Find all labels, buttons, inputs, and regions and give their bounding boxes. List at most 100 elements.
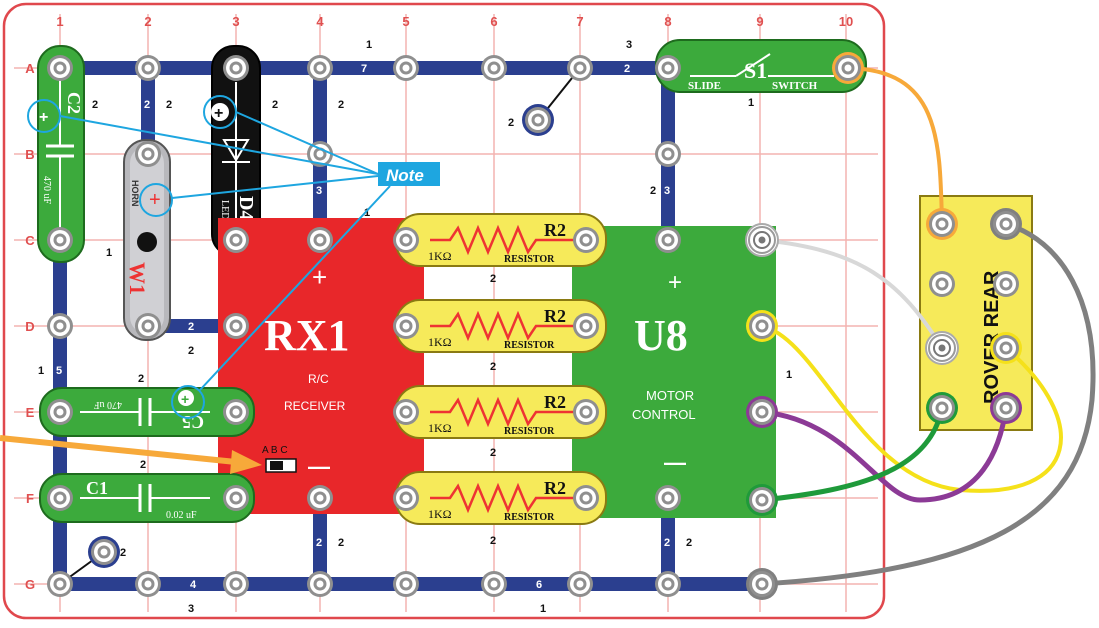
wire-number: 2 <box>338 537 344 549</box>
rx1-sub1: R/C <box>308 372 329 386</box>
c2-label: C2 <box>64 92 84 114</box>
s1-right-text: SWITCH <box>772 80 818 92</box>
jumper-leads <box>759 66 1096 587</box>
column-label: 10 <box>839 14 853 29</box>
wire-number: 1 <box>366 39 372 51</box>
rx1-abc: A B C <box>262 445 288 456</box>
column-label: 7 <box>576 14 583 29</box>
wire-number: 3 <box>626 39 632 51</box>
wire-number: 3 <box>188 603 194 615</box>
c5-value: 470 uF <box>94 399 123 410</box>
c1-label: C1 <box>86 478 108 498</box>
column-label: 6 <box>490 14 497 29</box>
c1-value: 0.02 uF <box>166 510 197 521</box>
resistor-r2: 1KΩ R2 RESISTOR <box>395 299 607 353</box>
rx1-plus: + <box>312 262 327 292</box>
wire-number: 2 <box>92 99 98 111</box>
wire-number: 2 <box>144 99 150 111</box>
row-label: G <box>25 577 35 592</box>
note-label: Note <box>386 166 424 185</box>
wire-number: 2 <box>624 63 630 75</box>
s1-label: S1 <box>744 58 767 83</box>
wire-number: 3 <box>316 185 322 197</box>
d4-label: D4 <box>235 196 257 220</box>
gray-lead <box>759 221 1096 587</box>
u8-label: U8 <box>634 311 688 360</box>
resistor-r2: 1KΩ R2 RESISTOR <box>395 471 607 525</box>
orange-arrow <box>0 435 262 474</box>
row-label: F <box>26 491 34 506</box>
column-label: 8 <box>664 14 671 29</box>
resistor-name: RESISTOR <box>504 340 555 351</box>
white-lead <box>760 238 944 350</box>
rx1-sub2: RECEIVER <box>284 399 346 413</box>
rx1-label: RX1 <box>264 311 350 360</box>
horn-label: W1 <box>125 262 150 295</box>
wire-number: 2 <box>650 185 656 197</box>
wire-number: 1 <box>106 247 112 259</box>
receiver-rx1: + RX1 R/C RECEIVER A B C — <box>218 218 424 514</box>
wire-number: 2 <box>490 535 496 547</box>
wire-number: 2 <box>664 537 670 549</box>
wire-number: 2 <box>490 273 496 285</box>
c5-plus: + <box>181 391 189 407</box>
c2-plus: + <box>39 109 48 126</box>
green-lead <box>759 405 945 503</box>
row-label: B <box>25 147 34 162</box>
resistor-label: R2 <box>544 392 566 412</box>
note-circle-c5 <box>171 385 205 419</box>
u8-plus: + <box>668 269 682 296</box>
wire-number: 2 <box>686 537 692 549</box>
d4-name: LED <box>219 200 230 219</box>
wire-number: 7 <box>361 63 367 75</box>
capacitor-c1: C1 0.02 uF <box>39 473 255 523</box>
rover-label: ROVER REAR <box>981 270 1003 404</box>
resistor-label: R2 <box>544 478 566 498</box>
resistor-name: RESISTOR <box>504 254 555 265</box>
u8-sub1: MOTOR <box>646 388 694 403</box>
s1-left-text: SLIDE <box>688 80 721 92</box>
wire-number: 2 <box>140 459 146 471</box>
motor-control-u8: + U8 MOTOR CONTROL — <box>572 226 776 518</box>
wire-number: 1 <box>364 207 370 219</box>
row-label: D <box>25 319 34 334</box>
wire-number: 2 <box>490 447 496 459</box>
column-label: 9 <box>756 14 763 29</box>
u8-minus: — <box>664 450 686 475</box>
wire-number: 2 <box>188 321 194 333</box>
capacitor-c5: 470 uF C5 + <box>39 387 255 437</box>
column-label: 4 <box>316 14 324 29</box>
resistor-r2: 1KΩ R2 RESISTOR <box>395 385 607 439</box>
resistor-value: 1KΩ <box>428 335 452 349</box>
horn-w1: HORN W1 <box>123 139 171 341</box>
wire-number: 2 <box>166 99 172 111</box>
wire-number: 2 <box>508 117 514 129</box>
wire-number: 1 <box>748 97 754 109</box>
rx1-minus: — <box>308 454 330 479</box>
c2-value: 470 uF <box>41 176 52 205</box>
row-label: A <box>25 61 35 76</box>
wire-number: 1 <box>786 369 792 381</box>
column-label: 3 <box>232 14 239 29</box>
wire-number: 2 <box>138 373 144 385</box>
slide-switch-s1: SLIDE S1 SWITCH <box>655 39 867 93</box>
resistor-value: 1KΩ <box>428 507 452 521</box>
resistor-value: 1KΩ <box>428 421 452 435</box>
column-label: 1 <box>56 14 63 29</box>
horn-plus-mark: + <box>149 189 161 211</box>
u8-sub2: CONTROL <box>632 407 696 422</box>
wire-number: 6 <box>536 579 542 591</box>
wire-number: 2 <box>338 99 344 111</box>
note-callout <box>27 95 391 419</box>
note-circle-horn <box>139 183 173 217</box>
wire-number: 1 <box>540 603 546 615</box>
resistor-name: RESISTOR <box>504 426 555 437</box>
d4-plus: + <box>214 105 223 122</box>
wire-number: 3 <box>664 185 670 197</box>
row-label: E <box>26 405 35 420</box>
resistor-name: RESISTOR <box>504 512 555 523</box>
lead-connectors <box>745 52 1022 600</box>
c5-label: C5 <box>182 412 204 432</box>
